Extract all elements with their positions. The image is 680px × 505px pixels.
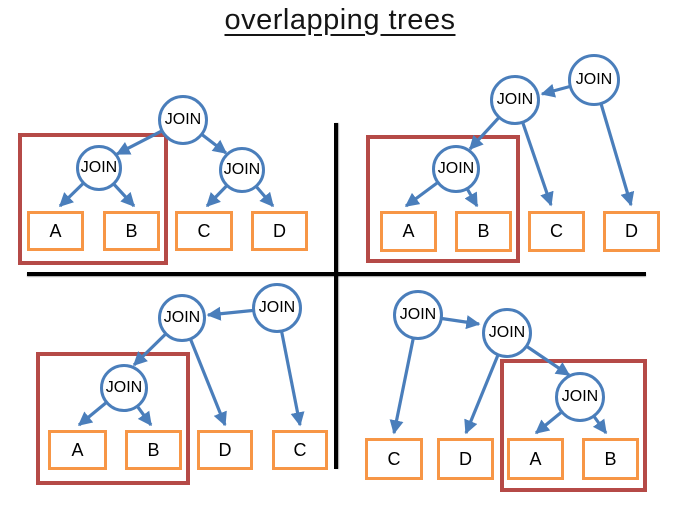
leaf-box-c: C — [365, 438, 423, 480]
group-outline-top-left — [18, 133, 168, 265]
join-node: JOIN — [219, 147, 265, 193]
join-node: JOIN — [393, 290, 443, 340]
leaf-box-b: B — [582, 438, 639, 480]
page-title: overlapping trees — [224, 4, 456, 36]
join-node: JOIN — [158, 294, 206, 342]
leaf-box-a: A — [27, 211, 84, 251]
join-node: JOIN — [100, 364, 148, 412]
leaf-box-a: A — [507, 438, 564, 480]
leaf-box-c: C — [175, 211, 233, 251]
join-node: JOIN — [158, 95, 208, 145]
leaf-box-d: D — [603, 211, 660, 252]
join-node: JOIN — [490, 75, 540, 125]
join-node: JOIN — [252, 283, 302, 333]
leaf-box-d: D — [251, 211, 308, 251]
leaf-box-b: B — [125, 430, 182, 470]
leaf-box-c: C — [272, 430, 328, 470]
join-node: JOIN — [555, 372, 605, 422]
join-node: JOIN — [482, 308, 532, 358]
join-node: JOIN — [76, 145, 122, 191]
leaf-box-a: A — [48, 430, 107, 470]
leaf-box-d: D — [197, 430, 253, 470]
leaf-box-c: C — [528, 211, 585, 252]
join-node: JOIN — [432, 145, 480, 193]
leaf-box-b: B — [455, 211, 512, 252]
leaf-box-a: A — [380, 211, 437, 252]
vertical-divider — [334, 123, 338, 469]
leaf-box-d: D — [437, 438, 494, 480]
join-node: JOIN — [568, 54, 620, 106]
leaf-box-b: B — [103, 211, 160, 251]
